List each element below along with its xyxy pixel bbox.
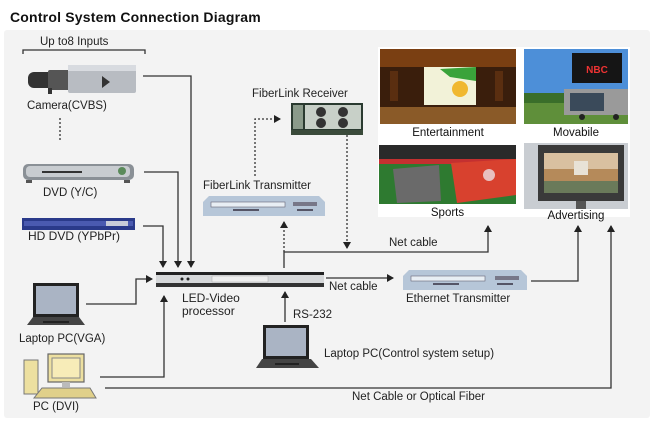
net-or-fiber-label: Net Cable or Optical Fiber [352, 391, 485, 403]
processor-label-line1: LED-Video [182, 291, 240, 305]
movable-label: Movabile [552, 127, 600, 139]
net-cable-lower-label: Net cable [329, 281, 378, 293]
desktop-pc-icon [23, 353, 97, 399]
laptop-control-label: Laptop PC(Control system setup) [324, 348, 495, 360]
led-video-processor-device [156, 272, 324, 288]
inputs-bracket [22, 49, 146, 54]
ethernet-transmitter-icon [403, 270, 527, 290]
laptop-icon [256, 325, 319, 368]
wire-ethernet-advertising [531, 225, 582, 282]
pc-dvi-label: PC (DVI) [33, 401, 79, 413]
fiber-receiver-label: FiberLink Receiver [252, 88, 348, 100]
wire-dvd [144, 171, 182, 268]
advertising-label: Advertising [547, 210, 605, 222]
diagram-title: Control System Connection Diagram [10, 9, 261, 25]
entertainment-photo [380, 49, 516, 124]
fiber-transmitter-icon [203, 196, 325, 216]
camera-label: Camera(CVBS) [27, 100, 107, 112]
fiber-receiver-icon [291, 103, 363, 135]
hd-dvd-device [22, 217, 135, 230]
camera-device [28, 62, 140, 98]
wire-camera [143, 75, 195, 268]
wire-net-cable-upper [283, 225, 492, 268]
laptop-control-device [253, 324, 323, 370]
laptop-vga-device [23, 281, 89, 327]
processor-label-line2: processor [182, 304, 235, 318]
camera-icon [28, 65, 136, 94]
fiber-transmitter-device [203, 196, 325, 220]
dvd-player-icon [23, 164, 134, 183]
video-processor-icon [156, 272, 324, 287]
entertainment-label: Entertainment [412, 127, 484, 139]
sports-photo [379, 145, 516, 204]
inputs-bracket-label: Up to8 Inputs [40, 36, 109, 48]
advertising-photo [524, 143, 628, 209]
ethernet-transmitter-device [403, 270, 527, 292]
wire-pc-dvi [100, 295, 168, 378]
laptop-vga-label: Laptop PC(VGA) [19, 333, 106, 345]
dvd-label: DVD (Y/C) [43, 187, 98, 199]
pc-dvi-device [22, 352, 98, 400]
fiber-receiver-device [291, 103, 363, 135]
ethernet-transmitter-label: Ethernet Transmitter [406, 293, 511, 305]
wire-laptop-vga [86, 275, 153, 305]
movable-photo: NBC [524, 49, 628, 124]
rs232-label: RS-232 [293, 309, 332, 321]
wire-fiber-tx-rx [254, 115, 281, 176]
hd-dvd-player-icon [22, 218, 135, 230]
sports-label: Sports [430, 207, 465, 219]
wire-hddvd [143, 225, 167, 268]
wire-net-or-fiber [105, 225, 615, 389]
hd-dvd-label: HD DVD (YPbPr) [28, 229, 121, 243]
laptop-icon [27, 283, 85, 325]
svg-text:NBC: NBC [586, 65, 608, 76]
dvd-device [22, 162, 135, 184]
net-cable-upper-label: Net cable [389, 237, 438, 249]
fiber-transmitter-label: FiberLink Transmitter [203, 180, 312, 192]
